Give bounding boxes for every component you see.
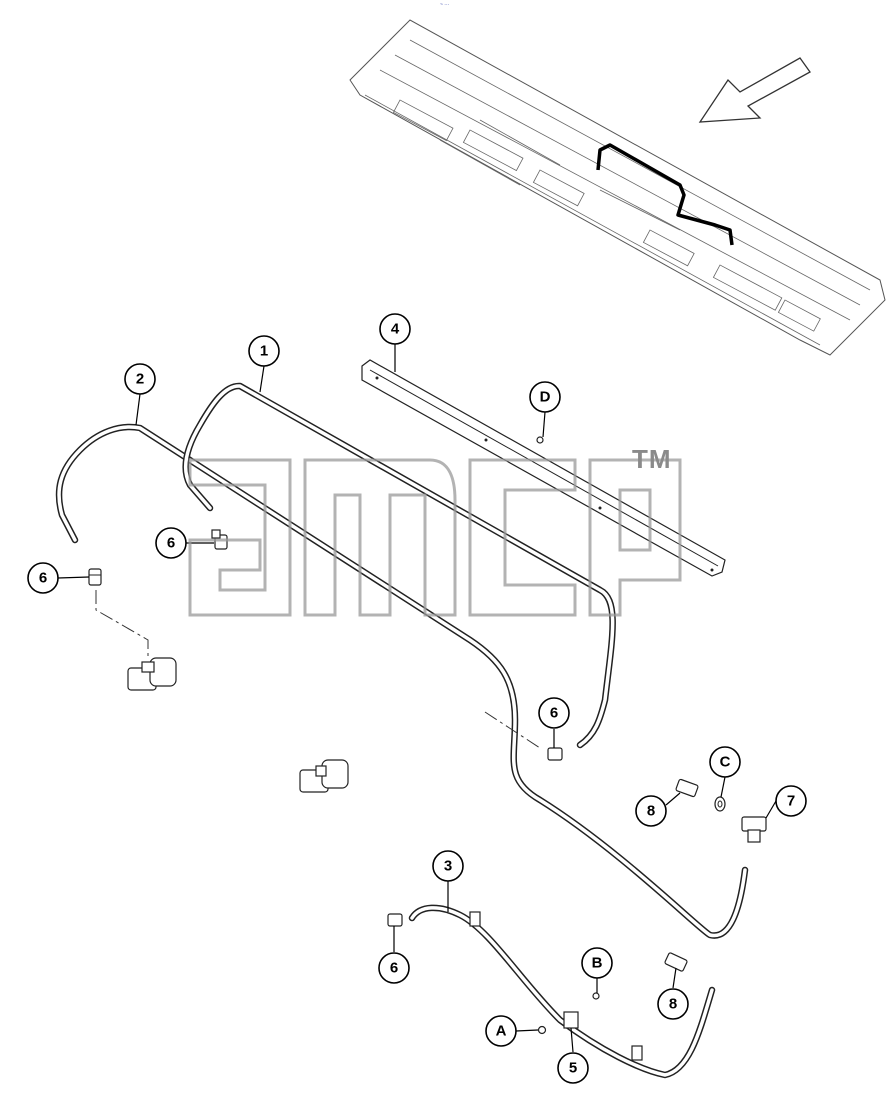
clamp-upper <box>469 911 481 927</box>
clamp-5 <box>563 1011 579 1029</box>
fitting-6-middle <box>547 747 563 761</box>
nut-b <box>592 992 600 1000</box>
svg-text:B: B <box>592 955 603 972</box>
svg-text:6: 6 <box>550 705 558 722</box>
svg-text:A: A <box>496 1023 507 1040</box>
callout-6-upper: 6 <box>155 527 187 559</box>
callout-8-upper: 8 <box>635 795 667 827</box>
hydraulic-motor-upper <box>127 657 177 691</box>
callout-2: 2 <box>124 363 156 395</box>
callout-3: 3 <box>432 850 464 882</box>
svg-text:8: 8 <box>647 803 655 820</box>
callout-4: 4 <box>379 313 411 345</box>
clamp-lower <box>631 1045 643 1061</box>
callout-a: A <box>485 1015 517 1047</box>
watermark-logo <box>188 458 682 617</box>
svg-text:6: 6 <box>39 570 47 587</box>
svg-text:8: 8 <box>669 996 677 1013</box>
callout-6-left: 6 <box>27 562 59 594</box>
callout-1: 1 <box>248 335 280 367</box>
bolt-a <box>537 1025 547 1035</box>
hydraulic-motor-lower <box>299 759 349 793</box>
fitting-8-lower <box>664 952 688 972</box>
fitting-6-left <box>88 568 102 586</box>
callout-d: D <box>529 381 561 413</box>
svg-text:2: 2 <box>136 371 144 388</box>
hose-3 <box>408 904 716 1079</box>
connection-line-lower <box>484 711 541 749</box>
svg-text:1: 1 <box>260 343 268 360</box>
callout-b: B <box>581 947 613 979</box>
callout-8-lower: 8 <box>657 988 689 1020</box>
callout-6-lower: 6 <box>378 952 410 984</box>
hose-1 <box>182 382 616 749</box>
callout-c: C <box>709 746 741 778</box>
callout-6-middle: 6 <box>538 697 570 729</box>
callout-5: 5 <box>557 1052 589 1084</box>
callout-7: 7 <box>775 785 807 817</box>
connection-line-upper <box>95 590 149 660</box>
svg-text:6: 6 <box>390 960 398 977</box>
svg-text:3: 3 <box>444 858 452 875</box>
svg-text:6: 6 <box>167 535 175 552</box>
direction-arrow <box>698 57 811 123</box>
header-frame-overview <box>349 19 886 356</box>
fitting-8-upper <box>675 778 699 798</box>
page-mark: ~ ··· <box>440 2 450 8</box>
svg-text:C: C <box>720 754 731 771</box>
hose-2 <box>55 423 749 939</box>
fitting-6-lower <box>387 913 403 927</box>
tee-fitting-7 <box>741 816 767 843</box>
svg-text:7: 7 <box>787 793 795 810</box>
angle-bar <box>361 359 726 577</box>
svg-text:5: 5 <box>569 1060 577 1077</box>
svg-text:4: 4 <box>391 321 400 338</box>
trademark-symbol: TM <box>632 444 672 474</box>
svg-text:D: D <box>540 389 551 406</box>
washer-c <box>714 796 726 812</box>
